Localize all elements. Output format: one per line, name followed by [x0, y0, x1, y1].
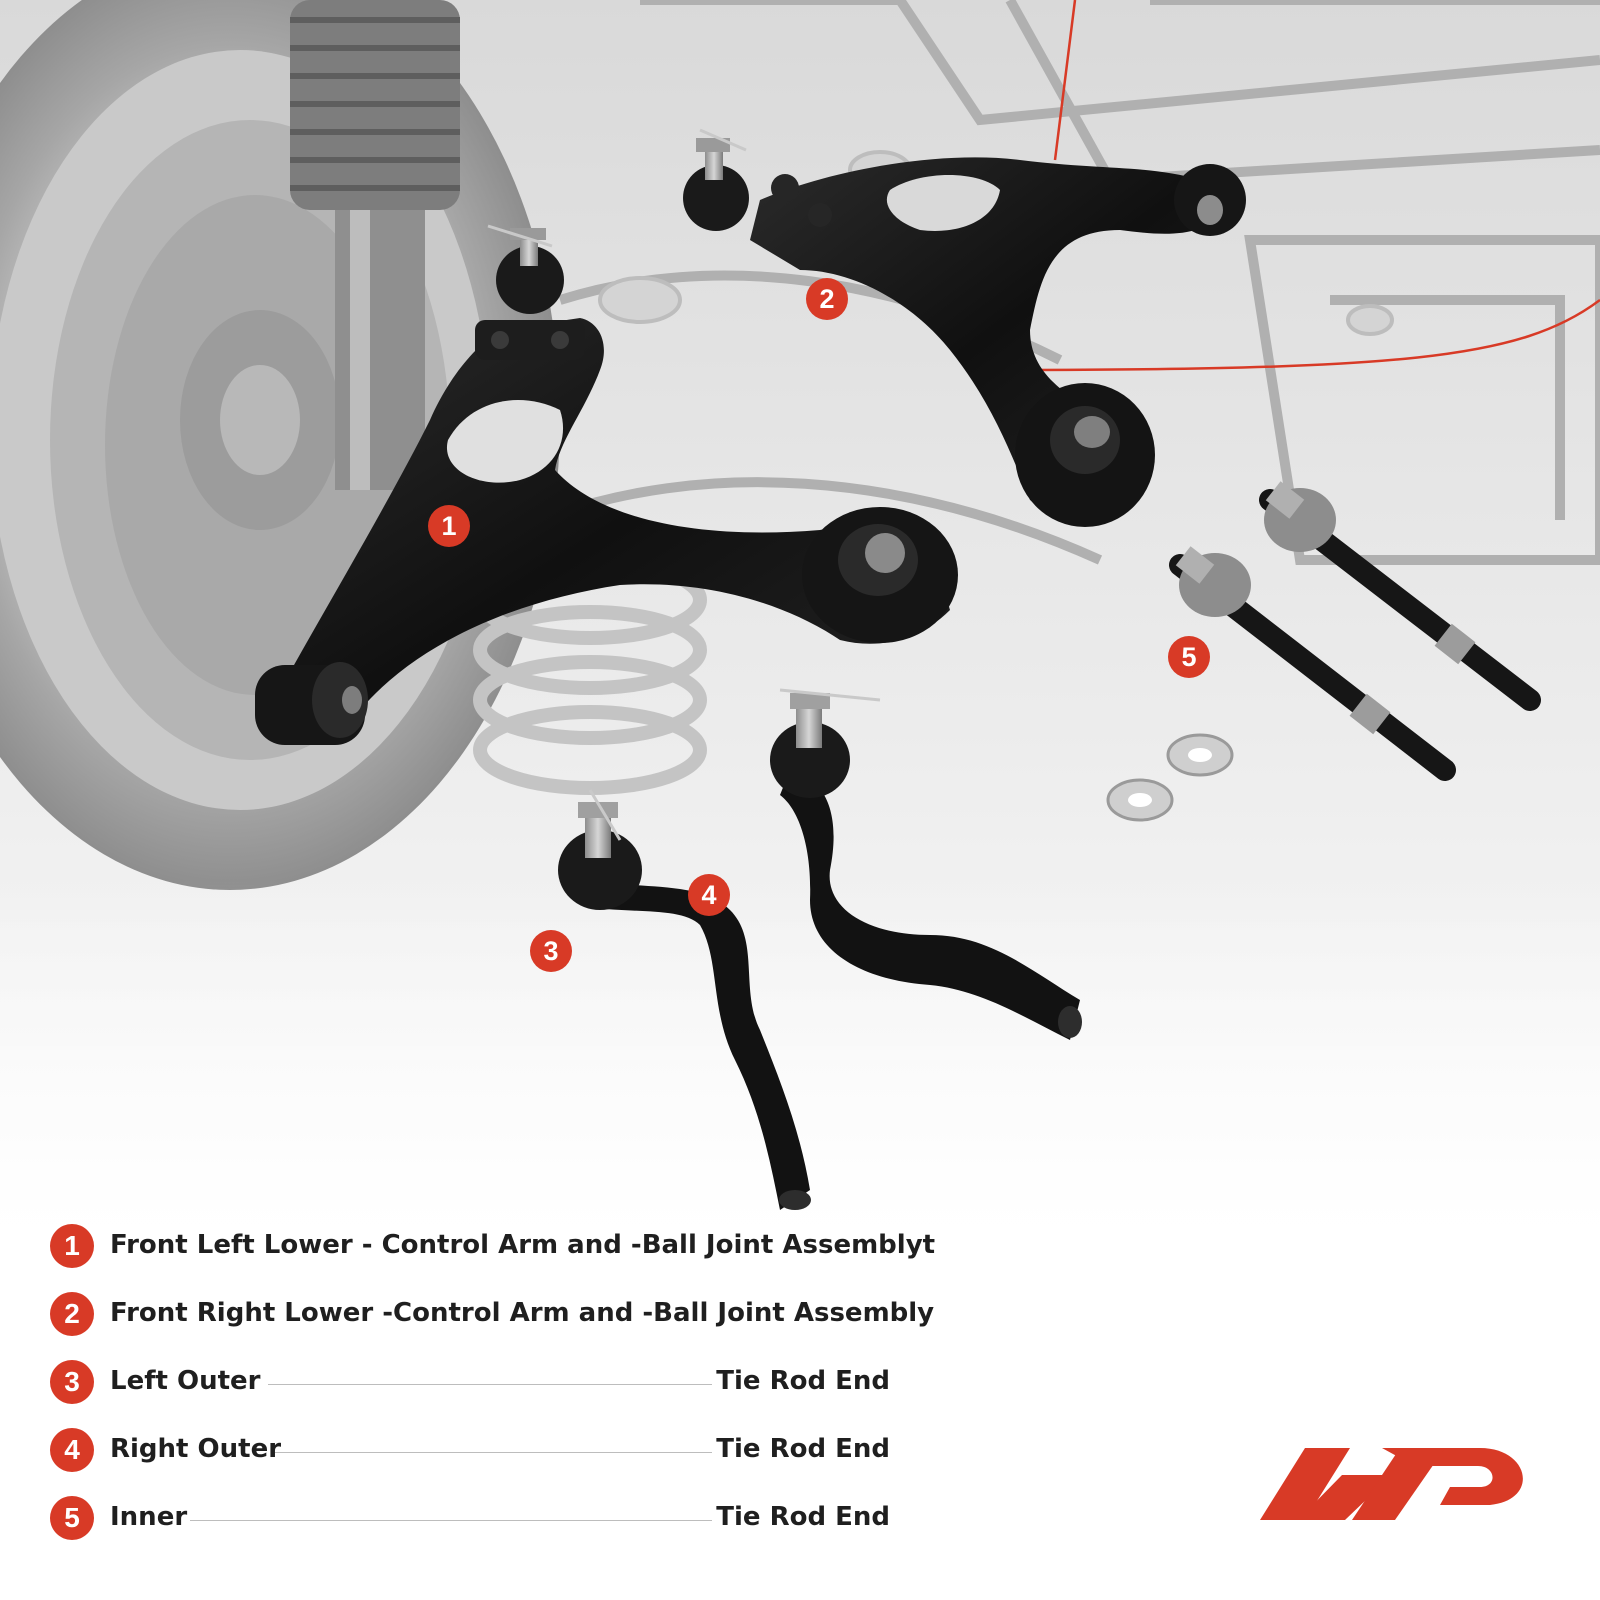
legend-label: Front Left Lower - Control Arm and -Ball… [110, 1230, 936, 1260]
legend-number: 2 [50, 1292, 94, 1336]
brand-logo-icon [1260, 1448, 1523, 1520]
callout-4: 4 [688, 874, 730, 916]
legend-divider [268, 1384, 712, 1385]
legend-item: 3 Left Outer Tie Rod End [50, 1358, 890, 1406]
callout-2: 2 [806, 278, 848, 320]
legend-item: 1 Front Left Lower - Control Arm and -Ba… [50, 1222, 935, 1270]
legend-divider [190, 1520, 712, 1521]
legend-label: Inner [110, 1502, 188, 1532]
legend-number: 1 [50, 1224, 94, 1268]
tie-rod-end-right-outer [770, 688, 1082, 1040]
legend-item: 4 Right Outer Tie Rod End [50, 1426, 890, 1474]
callout-3: 3 [530, 930, 572, 972]
legend-label: Front Right Lower -Control Arm and -Ball… [110, 1298, 935, 1328]
control-arm-left [255, 224, 958, 745]
callout-1: 1 [428, 505, 470, 547]
tie-rod-end-left-outer [558, 789, 811, 1210]
legend-number: 3 [50, 1360, 94, 1404]
legend-part-type: Tie Rod End [716, 1366, 890, 1396]
legend-number: 5 [50, 1496, 94, 1540]
legend-item: 2 Front Right Lower -Control Arm and -Ba… [50, 1290, 934, 1338]
legend-number: 4 [50, 1428, 94, 1472]
callout-5: 5 [1168, 636, 1210, 678]
legend-item: 5 Inner Tie Rod End [50, 1494, 890, 1542]
legend-label: Right Outer [110, 1434, 282, 1464]
legend-label: Left Outer [110, 1366, 261, 1396]
legend-divider [275, 1452, 712, 1453]
inner-tie-rods [1106, 481, 1541, 822]
control-arm-right [683, 128, 1246, 527]
legend-part-type: Tie Rod End [716, 1434, 890, 1464]
legend-part-type: Tie Rod End [716, 1502, 890, 1532]
